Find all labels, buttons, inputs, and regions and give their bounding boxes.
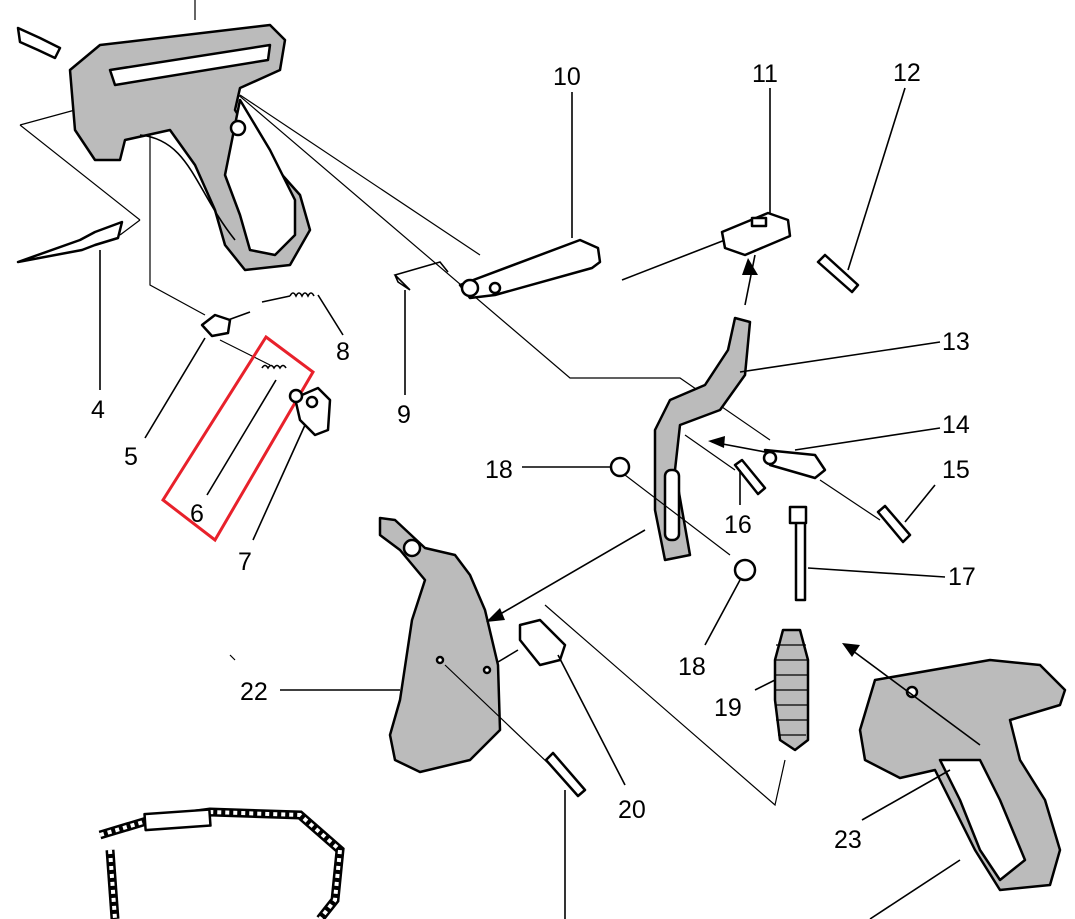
part-12-pin: 12 xyxy=(816,59,921,294)
part-22-trigger: 22 xyxy=(240,516,646,774)
label-9: 9 xyxy=(397,401,411,429)
highlight-box xyxy=(161,334,315,543)
arrow-icon xyxy=(486,608,505,622)
label-22: 22 xyxy=(240,678,268,706)
pin-bottom xyxy=(444,664,587,919)
label-10: 10 xyxy=(553,63,581,91)
label-18-bottom: 18 xyxy=(678,653,706,681)
label-19: 19 xyxy=(714,694,742,722)
label-11: 11 xyxy=(752,60,778,88)
part-10-bar: 10 xyxy=(458,63,602,300)
part-4-needle: 4 xyxy=(16,220,124,424)
label-14: 14 xyxy=(942,411,970,439)
part-7-latch: 7 xyxy=(238,386,332,576)
part-23-housing: 23 xyxy=(834,643,1067,919)
part-15-pin: 15 xyxy=(819,456,970,544)
label-4: 4 xyxy=(91,396,105,424)
part-18-screw-b: 18 xyxy=(678,558,757,681)
arrow-icon xyxy=(742,258,758,275)
label-12: 12 xyxy=(893,59,921,87)
part-17-rod: 17 xyxy=(788,505,976,602)
part-13-lever: 13 xyxy=(653,254,970,562)
arrow-icon xyxy=(708,436,725,448)
gun-housing-top xyxy=(16,23,312,272)
label-16: 16 xyxy=(724,511,752,539)
part-20-block: 20 xyxy=(497,618,646,824)
part-14-link: 14 xyxy=(708,411,970,480)
label-7: 7 xyxy=(238,548,252,576)
part-9-wire: 9 xyxy=(393,261,449,429)
label-20: 20 xyxy=(618,796,646,824)
part-19-spring: 19 xyxy=(714,628,810,752)
label-17: 17 xyxy=(948,563,976,591)
label-5: 5 xyxy=(124,443,138,471)
arrow-icon xyxy=(842,643,860,657)
label-13: 13 xyxy=(942,328,970,356)
label-18-top: 18 xyxy=(485,456,513,484)
cord xyxy=(98,807,345,919)
guide-lines xyxy=(19,0,786,807)
part-6-spring: 6 xyxy=(190,364,287,528)
part-11-block: 11 xyxy=(621,60,792,281)
part-16-pin: 16 xyxy=(684,434,767,539)
part-18-screw-a: 18 xyxy=(485,456,731,556)
label-6: 6 xyxy=(190,500,204,528)
label-23: 23 xyxy=(834,826,862,854)
part-8-spring: 8 xyxy=(261,292,350,366)
label-8: 8 xyxy=(336,338,350,366)
part-5: 5 xyxy=(124,311,251,471)
label-15: 15 xyxy=(942,456,970,484)
